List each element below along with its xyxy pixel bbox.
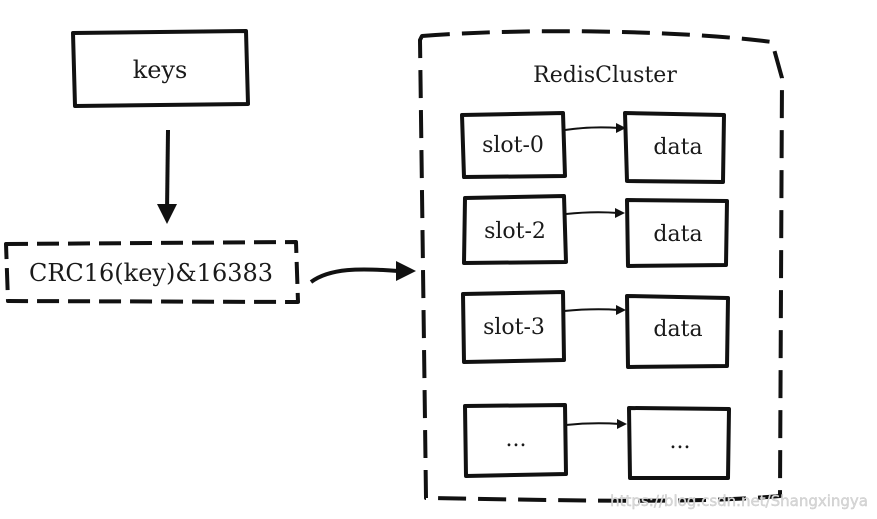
- slot-row: slot-3 data: [461, 290, 730, 369]
- slot-box: [461, 290, 566, 364]
- data-label: data: [653, 222, 702, 247]
- redis-cluster-label: RedisCluster: [533, 63, 677, 88]
- slot-box: [463, 403, 568, 478]
- data-box: [625, 198, 729, 268]
- slot-row: slot-2 data: [462, 194, 729, 268]
- slot-row: slot-0 data: [460, 111, 726, 184]
- hash-function-node: CRC16(key)&16383: [4, 240, 300, 304]
- slot-label: ...: [506, 427, 527, 452]
- arrow-slot-to-data: [564, 123, 626, 133]
- hash-function-label: CRC16(key)&16383: [29, 259, 273, 287]
- slot-box: [460, 111, 567, 179]
- arrow-slot-to-data: [565, 419, 627, 429]
- keys-box: [71, 29, 250, 108]
- arrow-keys-to-hash: [157, 129, 177, 224]
- redis-cluster-border: [418, 29, 784, 503]
- data-label: data: [653, 317, 702, 342]
- watermark-text: https://blog.csdn.net/Shangxingya: [610, 492, 868, 510]
- hash-function-box: [4, 240, 300, 304]
- arrow-slot-to-data: [563, 305, 626, 315]
- data-label: ...: [670, 429, 691, 454]
- keys-label: keys: [133, 56, 188, 84]
- data-box: [623, 111, 726, 184]
- arrow-slot-to-data: [565, 208, 625, 218]
- slot-box: [462, 194, 568, 265]
- data-box: [625, 294, 730, 369]
- slot-row: ... ...: [463, 403, 731, 480]
- keys-node: keys: [71, 29, 250, 108]
- data-label: data: [653, 135, 702, 160]
- data-box: [627, 406, 731, 480]
- redis-cluster-container: RedisCluster: [418, 29, 784, 503]
- slot-label: slot-3: [483, 315, 545, 340]
- slot-label: slot-0: [482, 133, 544, 158]
- arrow-hash-to-cluster: [309, 261, 416, 284]
- slot-label: slot-2: [484, 219, 546, 244]
